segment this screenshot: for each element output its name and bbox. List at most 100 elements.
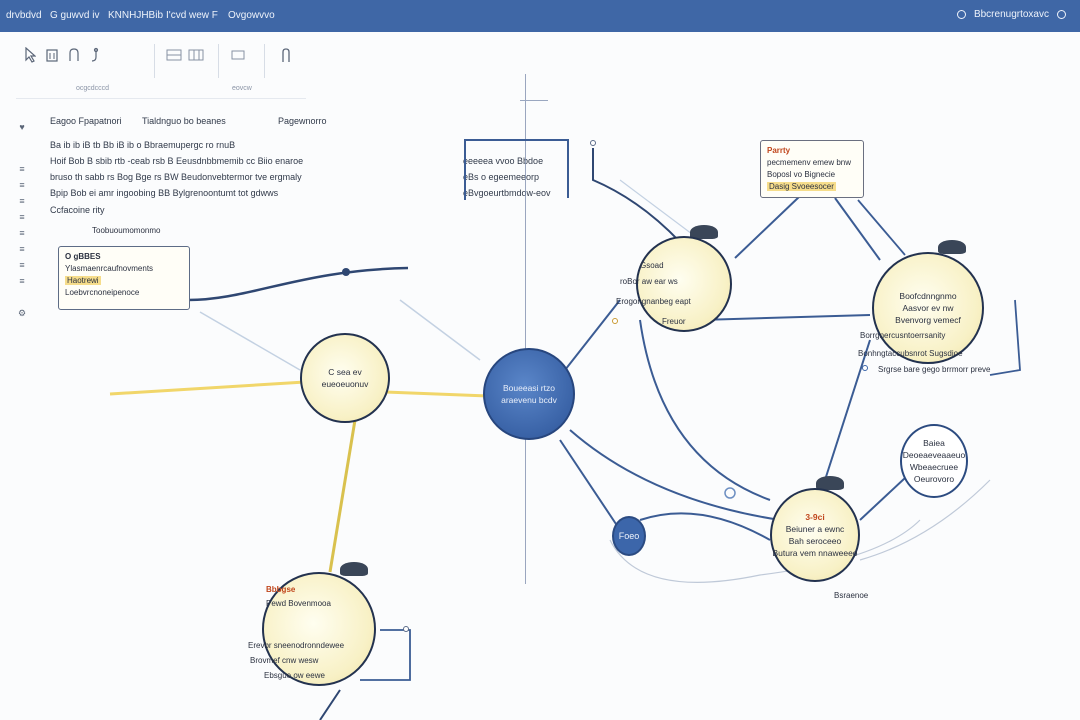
text-line-2: Hoif Bob B sbib rtb -ceab rsb B Eeusdnbb… <box>50 156 304 166</box>
card-top-right[interactable]: Parrty pecmemenv emew bnw Boposl vo Bign… <box>760 140 864 198</box>
menu-item-1[interactable]: drvbdvd <box>6 10 42 21</box>
hook-tool-icon[interactable] <box>88 46 104 64</box>
anchor-tool-icon[interactable] <box>278 46 294 64</box>
node-small-right[interactable]: Baiea Deoeaeveaaeuo Wbeaecruee Oeurovoro <box>900 424 968 498</box>
edge-faint-2 <box>859 479 991 561</box>
header-label-2: Tialdnguo bo beanes <box>142 116 226 126</box>
node-bottom-left-pin[interactable] <box>403 626 409 632</box>
mid-line-2: eBs o egeemeeorp <box>463 172 540 182</box>
node-bottom-left-line-1: Bbbgse <box>266 585 296 594</box>
node-left-line-1: C sea ev <box>328 367 362 377</box>
rail-item-icon-6[interactable]: ≡ <box>19 244 25 254</box>
rail-item-icon-1[interactable]: ≡ <box>19 164 25 174</box>
text-line-5: Ccfacoine rity <box>50 205 105 215</box>
node-right-line-1: Boofcdnngnmo <box>899 291 957 301</box>
node-left-line-2: eueoeuonuv <box>321 379 369 389</box>
node-bottom-right-line-4: Butura vem nnaweeeo <box>772 548 858 558</box>
edge-yellow-left <box>109 380 306 396</box>
rail-item-icon-4[interactable]: ≡ <box>19 212 25 222</box>
tool-group-4 <box>278 46 294 64</box>
vertical-guide <box>525 74 526 584</box>
titlebar-right: Bbcrenugrtoxavc <box>956 9 1066 20</box>
rail-item-icon-7[interactable]: ≡ <box>19 260 25 270</box>
node-right-line-2: Aasvor ev nw <box>902 303 954 313</box>
node-center-line-2: araevenu bcdv <box>501 395 557 405</box>
node-center-line-1: Boueeasi rtzo <box>503 383 555 393</box>
grid-tool-icon[interactable] <box>166 46 182 64</box>
account-label[interactable]: Bbcrenugrtoxavc <box>973 9 1049 20</box>
card-top-right-line-2: Boposl vo Bignecie <box>767 170 836 179</box>
node-upper-mid[interactable] <box>636 236 732 332</box>
edge-bottom-left-tail <box>319 689 341 720</box>
card-top-right-line-1: pecmemenv emew bnw <box>767 158 852 167</box>
table-tool-icon[interactable] <box>188 46 204 64</box>
right-label-3: Srgrse bare gego brrmorr preve <box>878 365 991 374</box>
node-bottom-left-cap <box>340 562 368 576</box>
menu-item-2[interactable]: G guwvd iv <box>50 10 100 21</box>
text-line-4: Bpip Bob ei amr ingoobing BB Bylgrenoont… <box>50 188 279 198</box>
chip-label: Foeo <box>618 531 640 541</box>
node-upper-mid-line-2: roBor aw ear ws <box>620 277 678 286</box>
rail-item-icon-2[interactable]: ≡ <box>19 180 25 190</box>
text-line-3: bruso th sabb rs Bog Bge rs BW Beudonveb… <box>50 172 302 182</box>
settings-icon[interactable] <box>1057 10 1066 19</box>
toolbar-divider-3 <box>264 44 265 78</box>
node-bottom-left-line-3: Erevbr sneenodronndewee <box>248 641 345 650</box>
rail-heart-icon[interactable]: ♥ <box>19 122 25 132</box>
menu-item-5[interactable]: Ovgowvvo <box>228 10 275 21</box>
node-bottom-right-line-1: 3-9ci <box>805 512 825 522</box>
rail-item-icon-3[interactable]: ≡ <box>19 196 25 206</box>
node-bottom-right-line-2: Beiuner a ewnc <box>785 524 845 534</box>
node-small-right-line-3: Wbeaecruee <box>909 462 959 472</box>
edge-yellow-center <box>384 390 489 398</box>
junction-dot-1 <box>724 487 736 499</box>
node-center[interactable]: Boueeasi rtzo araevenu bcdv <box>483 348 575 440</box>
edge-bracket <box>464 139 569 200</box>
node-small-right-line-1: Baiea <box>923 438 945 448</box>
node-upper-mid-line-1: Gsoad <box>640 261 664 270</box>
node-bottom-right[interactable]: 3-9ci Beiuner a ewnc Bah seroceeo Butura… <box>770 488 860 582</box>
edge-upmid-down <box>639 319 771 501</box>
menu-item-4[interactable]: I'cvd wew F <box>166 10 218 21</box>
edge-center-down-1 <box>569 429 781 521</box>
layout-tool-icon[interactable] <box>230 46 246 64</box>
node-bottom-right-line-3: Bah seroceeo <box>788 536 842 546</box>
edge-faint-3 <box>619 179 701 241</box>
header-label-1: Eagoo Fpapatnori <box>50 116 122 126</box>
rail-settings-icon[interactable]: ⚙ <box>17 307 27 318</box>
node-left[interactable]: C sea ev eueoeuonuv <box>300 333 390 423</box>
edge-right-down <box>824 339 871 481</box>
card-left[interactable]: O gBBES Ylasmaenrcaufnovments Haotrewi L… <box>58 246 190 310</box>
right-label-1: Borrgnercusntoerrsanity <box>860 331 946 340</box>
free-label: Toobuoumomonmo <box>92 226 161 235</box>
node-right-pin[interactable] <box>862 365 868 371</box>
edge-card-curve <box>187 266 409 302</box>
hook-pin[interactable] <box>590 140 596 146</box>
pointer-tool-icon[interactable] <box>22 46 38 64</box>
tool-group-1 <box>22 46 104 64</box>
guide-cross <box>520 100 548 101</box>
node-tool-icon[interactable] <box>44 46 60 64</box>
rail-item-icon-8[interactable]: ≡ <box>19 276 25 286</box>
menu-item-3[interactable]: KNNHJHBib <box>108 10 164 21</box>
edge-gray-1 <box>199 311 301 371</box>
node-bottom-right-cap <box>816 476 844 490</box>
chip-node[interactable]: Foeo <box>612 516 646 556</box>
edge-bottom-small <box>859 477 906 521</box>
edge-faint-1 <box>609 519 921 583</box>
card-left-line-2: Haotrewi <box>65 276 101 285</box>
tool-group-2 <box>166 46 204 64</box>
edge-bottom-left-hook <box>360 629 411 681</box>
edge-yellow-down <box>328 419 357 573</box>
mid-line-1: eeeeea vvoo Bbdoe <box>463 156 544 166</box>
node-bottom-left[interactable] <box>262 572 376 686</box>
link-tool-icon[interactable] <box>66 46 82 64</box>
rail-item-icon-5[interactable]: ≡ <box>19 228 25 238</box>
node-right-line-3: Bvenvorg vemecf <box>895 315 961 325</box>
toolbar: ocgcdcccd eovcw <box>16 42 306 99</box>
search-icon[interactable] <box>956 10 966 19</box>
node-upper-mid-pin[interactable] <box>612 318 618 324</box>
header-label-3: Pagewnorro <box>278 116 327 126</box>
node-right[interactable]: Boofcdnngnmo Aasvor ev nw Bvenvorg vemec… <box>872 252 984 364</box>
left-rail: ♥ ≡ ≡ ≡ ≡ ≡ ≡ ≡ ≡ ⚙ <box>14 118 30 338</box>
